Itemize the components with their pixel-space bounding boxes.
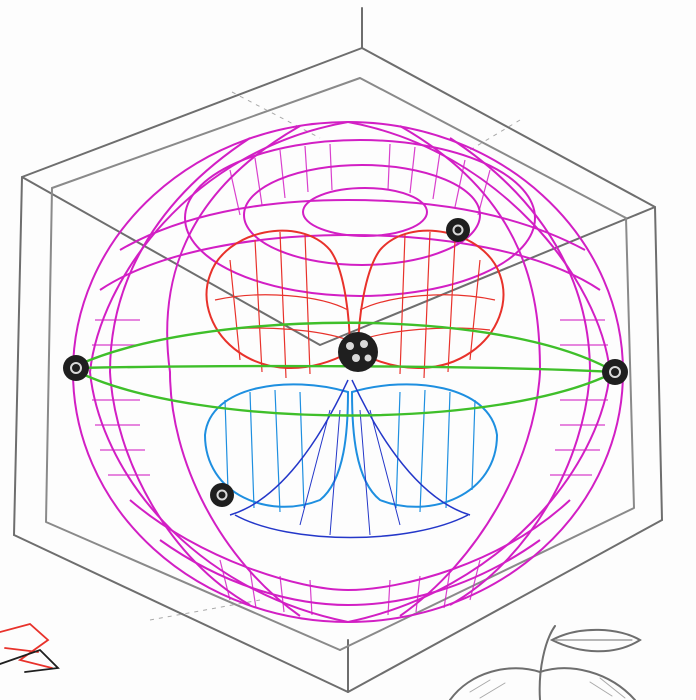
bottom-left-bead-icon <box>210 483 234 507</box>
central-nucleus-icon <box>338 332 378 372</box>
central-nucleus-dot-4 <box>365 355 372 362</box>
central-nucleus-body <box>338 332 378 372</box>
left-bead-icon <box>63 355 89 381</box>
top-right-bead-icon <box>446 218 470 242</box>
central-nucleus-dot-3 <box>352 354 360 362</box>
right-bead-body <box>602 359 628 385</box>
top-right-bead-body <box>446 218 470 242</box>
bottom-left-bead-body <box>210 483 234 507</box>
left-bead-body <box>63 355 89 381</box>
central-nucleus-dot-2 <box>360 340 368 348</box>
central-nucleus-dot-1 <box>346 342 354 350</box>
right-bead-icon <box>602 359 628 385</box>
